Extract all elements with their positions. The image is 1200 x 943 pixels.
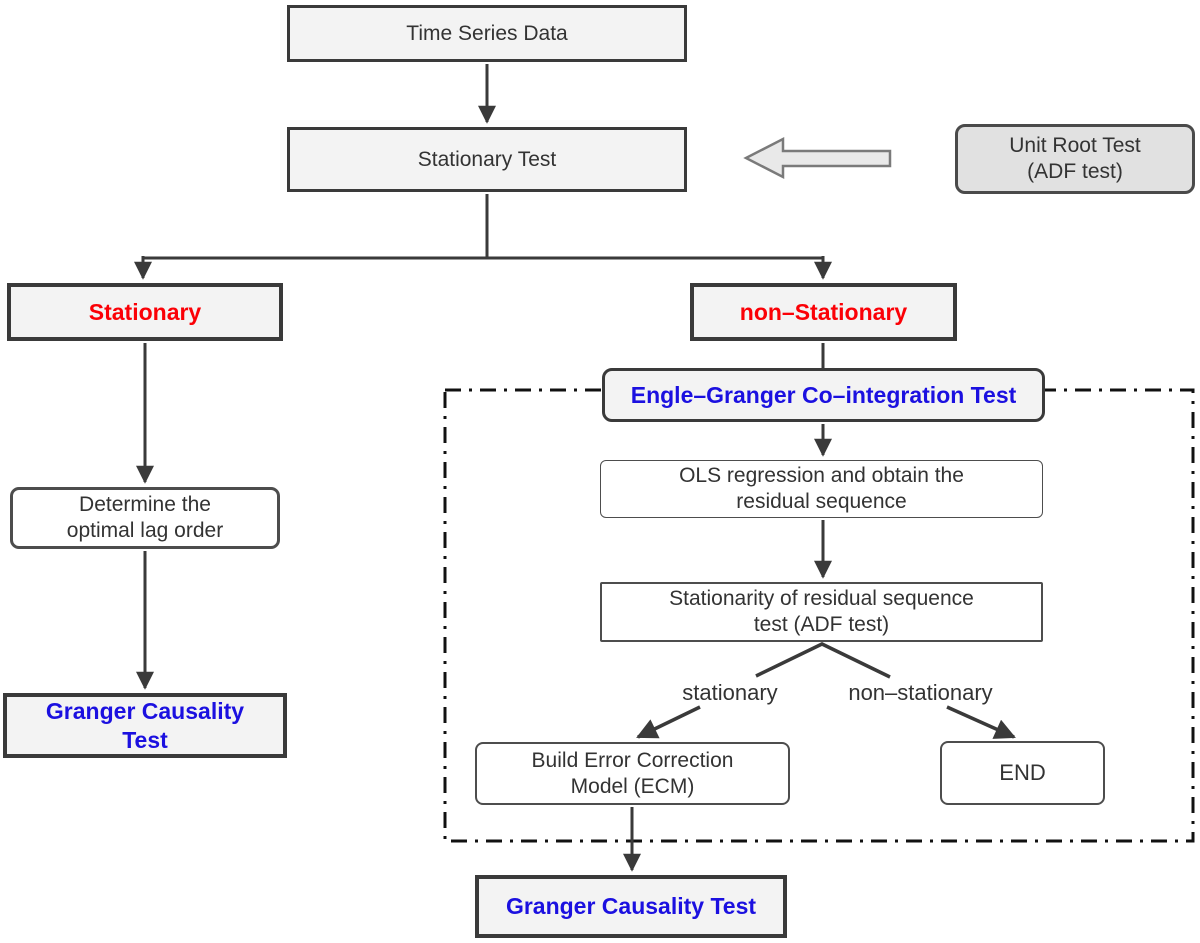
node-unit-root-test: Unit Root Test (ADF test)	[955, 124, 1195, 194]
node-stationary: Stationary	[7, 283, 283, 341]
node-granger-causality-test-bottom: Granger Causality Test	[475, 875, 787, 938]
edge-label-non-stationary: non–stationary	[848, 680, 993, 705]
block-arrow-left-icon	[743, 136, 892, 180]
node-time-series-data: Time Series Data	[287, 5, 687, 62]
node-determine-optimal-lag-order: Determine the optimal lag order	[10, 487, 280, 549]
node-end: END	[940, 741, 1105, 805]
node-build-ecm: Build Error Correction Model (ECM)	[475, 742, 790, 805]
node-residual-stationarity-adf-test: Stationarity of residual sequence test (…	[600, 582, 1043, 642]
node-granger-causality-test-left: Granger Causality Test	[3, 693, 287, 758]
edge-label-stationary: stationary	[682, 680, 778, 705]
node-non-stationary: non–Stationary	[690, 283, 957, 341]
node-stationary-test: Stationary Test	[287, 127, 687, 192]
node-ols-regression: OLS regression and obtain the residual s…	[600, 460, 1043, 518]
node-engle-granger-cointegration-test: Engle–Granger Co–integration Test	[602, 368, 1045, 422]
